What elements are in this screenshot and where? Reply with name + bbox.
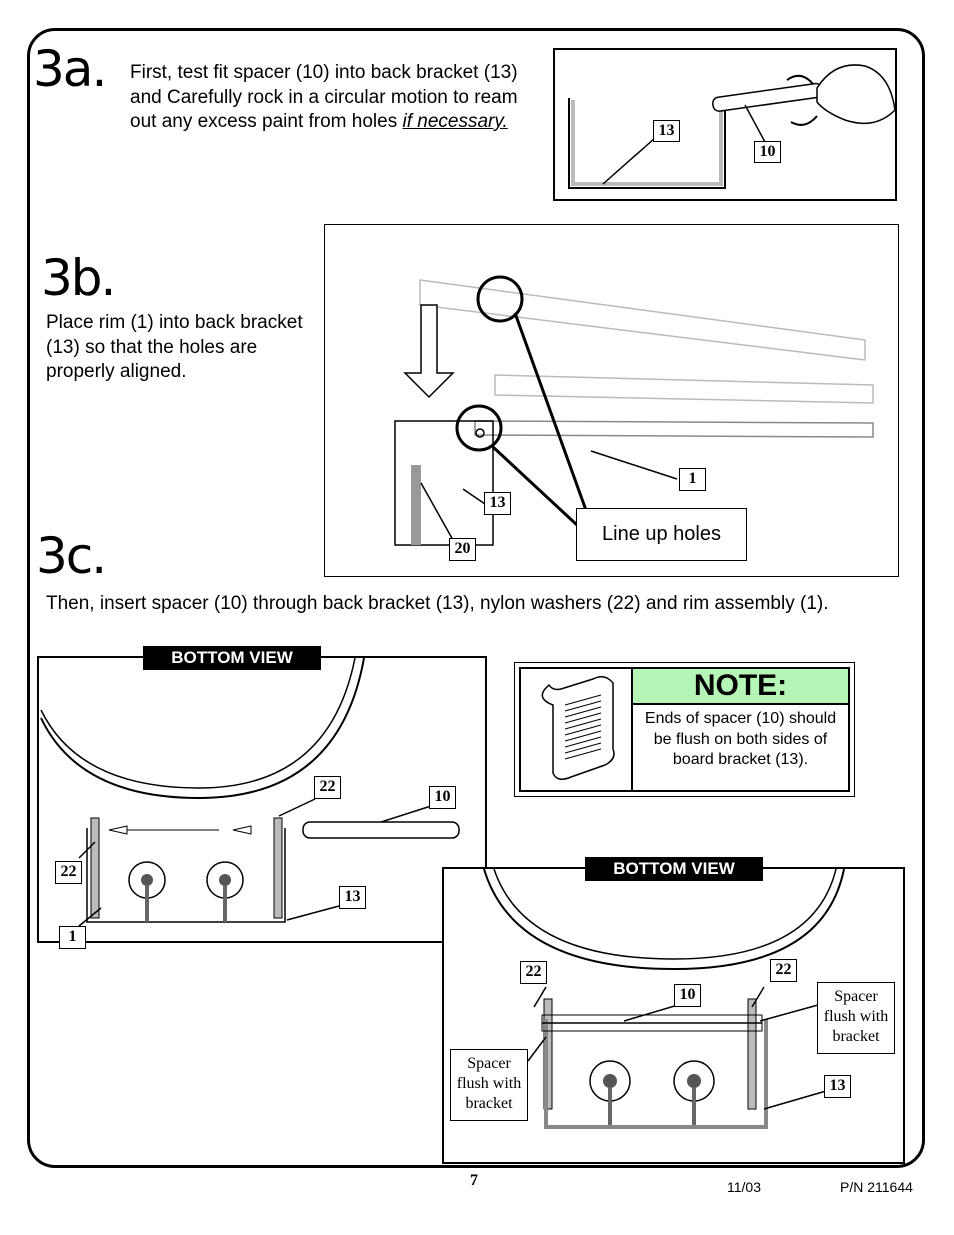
- footer-part-number: P/N 211644: [840, 1179, 913, 1195]
- note-title: NOTE:: [633, 669, 848, 705]
- callout-10: 10: [674, 984, 701, 1007]
- callout-22: 22: [314, 776, 341, 799]
- step-3a-emphasis: if necessary.: [402, 111, 508, 132]
- callout-13: 13: [653, 120, 680, 142]
- rim-alignment-drawing: [394, 275, 874, 546]
- callout-13: 13: [484, 492, 511, 515]
- step-3c-text: Then, insert spacer (10) through back br…: [46, 593, 829, 614]
- callout-13: 13: [824, 1075, 851, 1098]
- bottom-view-2-panel: BOTTOM VIEW 22 22 10 13 Spacer flush wit…: [442, 857, 905, 1164]
- spacer-test-fit-drawing: [568, 64, 896, 189]
- spacer-flush-right-label: Spacer flush with bracket: [817, 982, 895, 1054]
- step-3a-number: 3a.: [33, 40, 107, 98]
- step-3a-illustration: 13 10: [553, 48, 897, 201]
- footer-date: 11/03: [727, 1179, 761, 1195]
- note-text: Ends of spacer (10) should be flush on b…: [644, 710, 837, 768]
- note-illustration: [521, 669, 633, 790]
- line-up-holes-label: Line up holes: [576, 508, 747, 561]
- step-3b-text: Place rim (1) into back bracket (13) so …: [46, 312, 303, 382]
- step-3b-illustration: 1 13 20 Line up holes: [324, 224, 899, 577]
- callout-20: 20: [449, 538, 476, 561]
- bottom-view-1-drawing: [40, 657, 460, 927]
- bottom-view-1-panel: BOTTOM VIEW 22 10 22 13 1: [37, 646, 487, 949]
- page-border: [27, 28, 925, 1168]
- callout-1: 1: [679, 468, 706, 491]
- callout-10: 10: [429, 786, 456, 809]
- bottom-view-2-title: BOTTOM VIEW: [585, 857, 763, 881]
- callout-22: 22: [55, 861, 82, 884]
- page-number: 7: [470, 1172, 478, 1189]
- callout-22: 22: [770, 959, 797, 982]
- note-box: NOTE: Ends of spacer (10) should be flus…: [514, 662, 855, 797]
- bottom-view-2-drawing: [483, 868, 845, 1129]
- callout-22: 22: [520, 961, 547, 984]
- callout-13: 13: [339, 886, 366, 909]
- step-3a-text: First, test fit spacer (10) into back br…: [130, 61, 545, 135]
- spacer-flush-left-label: Spacer flush with bracket: [450, 1049, 528, 1121]
- bottom-view-1-title: BOTTOM VIEW: [143, 646, 321, 670]
- spacer-bracket-icon: [541, 676, 615, 780]
- step-3b-number: 3b.: [41, 249, 116, 307]
- step-3c-number: 3c.: [36, 527, 107, 585]
- step-3a-instruction: First, test fit spacer (10) into back br…: [130, 62, 518, 132]
- callout-1: 1: [59, 926, 86, 949]
- callout-10: 10: [754, 141, 781, 163]
